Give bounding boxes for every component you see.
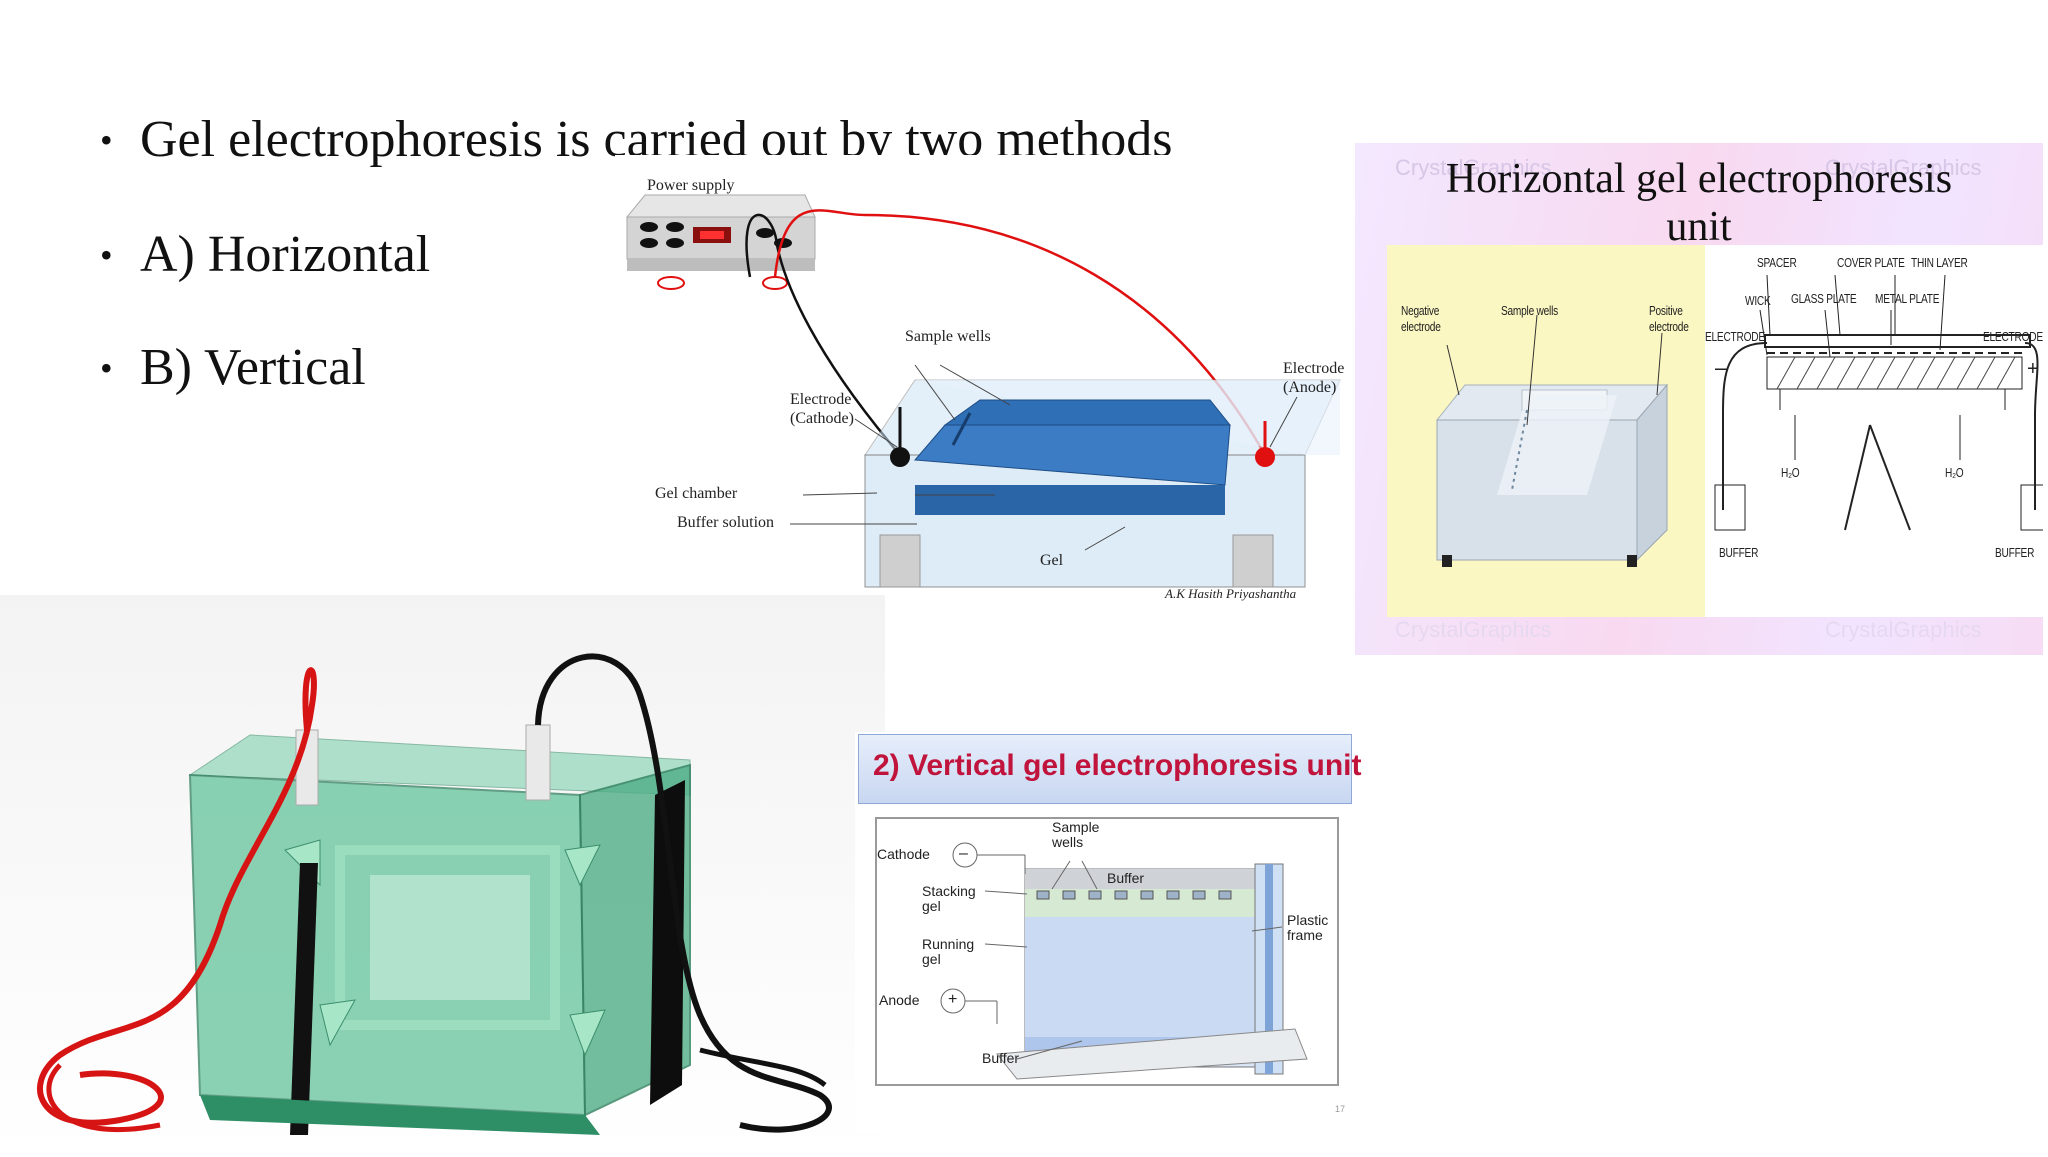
minus-symbol: – — [1715, 355, 1728, 380]
horizontal-diagram: Power supply Sample wells Electrode (Ano… — [615, 155, 1355, 615]
label-electrode-anode: Electrode — [1283, 360, 1345, 377]
label-sample-wells-yellow: Sample wells — [1501, 303, 1558, 318]
label-sample-wells: Sample wells — [905, 328, 991, 345]
label-cover-plate: COVER PLATE — [1837, 255, 1905, 270]
label-buffer-right: BUFFER — [1995, 545, 2035, 560]
panel-title-line1: Horizontal gel electrophoresis — [1445, 156, 1953, 202]
panel-title: Horizontal gel electrophoresis unit — [1355, 155, 2043, 251]
diagram-credit: A.K Hasith Priyashantha — [1165, 586, 1297, 601]
label-negative-electrode: Negative — [1401, 303, 1440, 318]
plus-symbol: + — [2027, 358, 2039, 380]
vertical-unit-panel: 2) Vertical gel electrophoresis unit — [855, 732, 1362, 1132]
label-electrode-cathode: Electrode — [790, 391, 852, 408]
watermark: CrystalGraphics — [1825, 155, 1982, 180]
label-h2o-right: H₂O — [1945, 465, 1964, 480]
label-thin-layer: THIN LAYER — [1911, 255, 1968, 270]
tank-photo-graphic — [1435, 314, 1669, 567]
label-buffer-solution: Buffer solution — [677, 514, 775, 531]
schematic-graphic: – + — [1714, 274, 2043, 531]
vertical-tank-photo — [0, 595, 885, 1152]
horizontal-schematic: – + SPACER COVER PLATE THIN LAYER WICK G… — [1705, 245, 2043, 617]
horizontal-tank-photo: Negative electrode Sample wells Positive… — [1387, 245, 1705, 617]
label-buffer-top: Buffer — [1107, 870, 1145, 886]
power-supply-icon — [625, 194, 816, 290]
label-running-gel-sub: gel — [922, 951, 941, 967]
label-glass-plate: GLASS PLATE — [1791, 291, 1857, 306]
label-buffer-bottom: Buffer — [982, 1050, 1020, 1066]
watermark: CrystalGraphics — [1395, 155, 1552, 180]
watermark: CrystalGraphics — [1395, 617, 1552, 642]
label-plastic-frame-sub: frame — [1287, 927, 1323, 943]
label-cathode: Cathode — [877, 846, 930, 862]
label-metal-plate: METAL PLATE — [1875, 291, 1940, 306]
watermark: CrystalGraphics — [1825, 617, 1982, 642]
label-v-sample-wells: Sample — [1052, 819, 1100, 835]
vertical-panel-title: 2) Vertical gel electrophoresis unit — [873, 749, 1362, 782]
label-h2o-left: H₂O — [1781, 465, 1800, 480]
vertical-schematic: Sample wells Cathode – Buffer Stacking g… — [875, 817, 1339, 1086]
vertical-schematic-graphic — [940, 842, 1308, 1080]
anode-plus-symbol: + — [948, 991, 958, 1008]
label-plastic-frame: Plastic — [1287, 912, 1329, 928]
vertical-title-bar: 2) Vertical gel electrophoresis unit — [858, 734, 1362, 804]
label-gel-chamber: Gel chamber — [655, 485, 738, 502]
label-electrode-left: ELECTRODE — [1705, 329, 1765, 344]
label-running-gel: Running — [922, 936, 975, 952]
label-positive-electrode-sub: electrode — [1649, 319, 1689, 334]
label-v-sample-wells-sub: wells — [1052, 834, 1084, 850]
bullet-dot: • — [100, 235, 113, 275]
panel-title-line2: unit — [1666, 204, 1732, 250]
vertical-tank-graphic — [37, 653, 832, 1135]
label-electrode-cathode-sub: (Cathode) — [790, 410, 854, 427]
horizontal-unit-panel: CrystalGraphics CrystalGraphics CrystalG… — [1355, 143, 2043, 655]
label-electrode-anode-sub: (Anode) — [1283, 379, 1337, 396]
label-stacking-gel: Stacking — [922, 883, 976, 899]
label-stacking-gel-sub: gel — [922, 898, 941, 914]
horizontal-diagram-graphic — [625, 194, 1341, 588]
bullet-dot: • — [100, 348, 113, 388]
label-buffer-left: BUFFER — [1719, 545, 1759, 560]
bullet-text: B) Vertical — [140, 339, 366, 396]
page-number: 17 — [1335, 1104, 1346, 1114]
label-wick: WICK — [1745, 293, 1771, 308]
bullet-horizontal: • A) Horizontal — [100, 225, 430, 285]
cathode-minus-symbol: – — [959, 845, 968, 862]
label-positive-electrode: Positive — [1649, 303, 1683, 318]
label-power-supply: Power supply — [647, 177, 735, 194]
bullet-dot: • — [100, 120, 113, 160]
label-negative-electrode-sub: electrode — [1401, 319, 1441, 334]
label-spacer: SPACER — [1757, 255, 1797, 270]
label-anode: Anode — [879, 992, 920, 1008]
bullet-vertical: • B) Vertical — [100, 338, 366, 398]
label-electrode-right: ELECTRODE — [1983, 329, 2043, 344]
label-gel: Gel — [1040, 552, 1064, 569]
bullet-text: A) Horizontal — [140, 226, 431, 283]
